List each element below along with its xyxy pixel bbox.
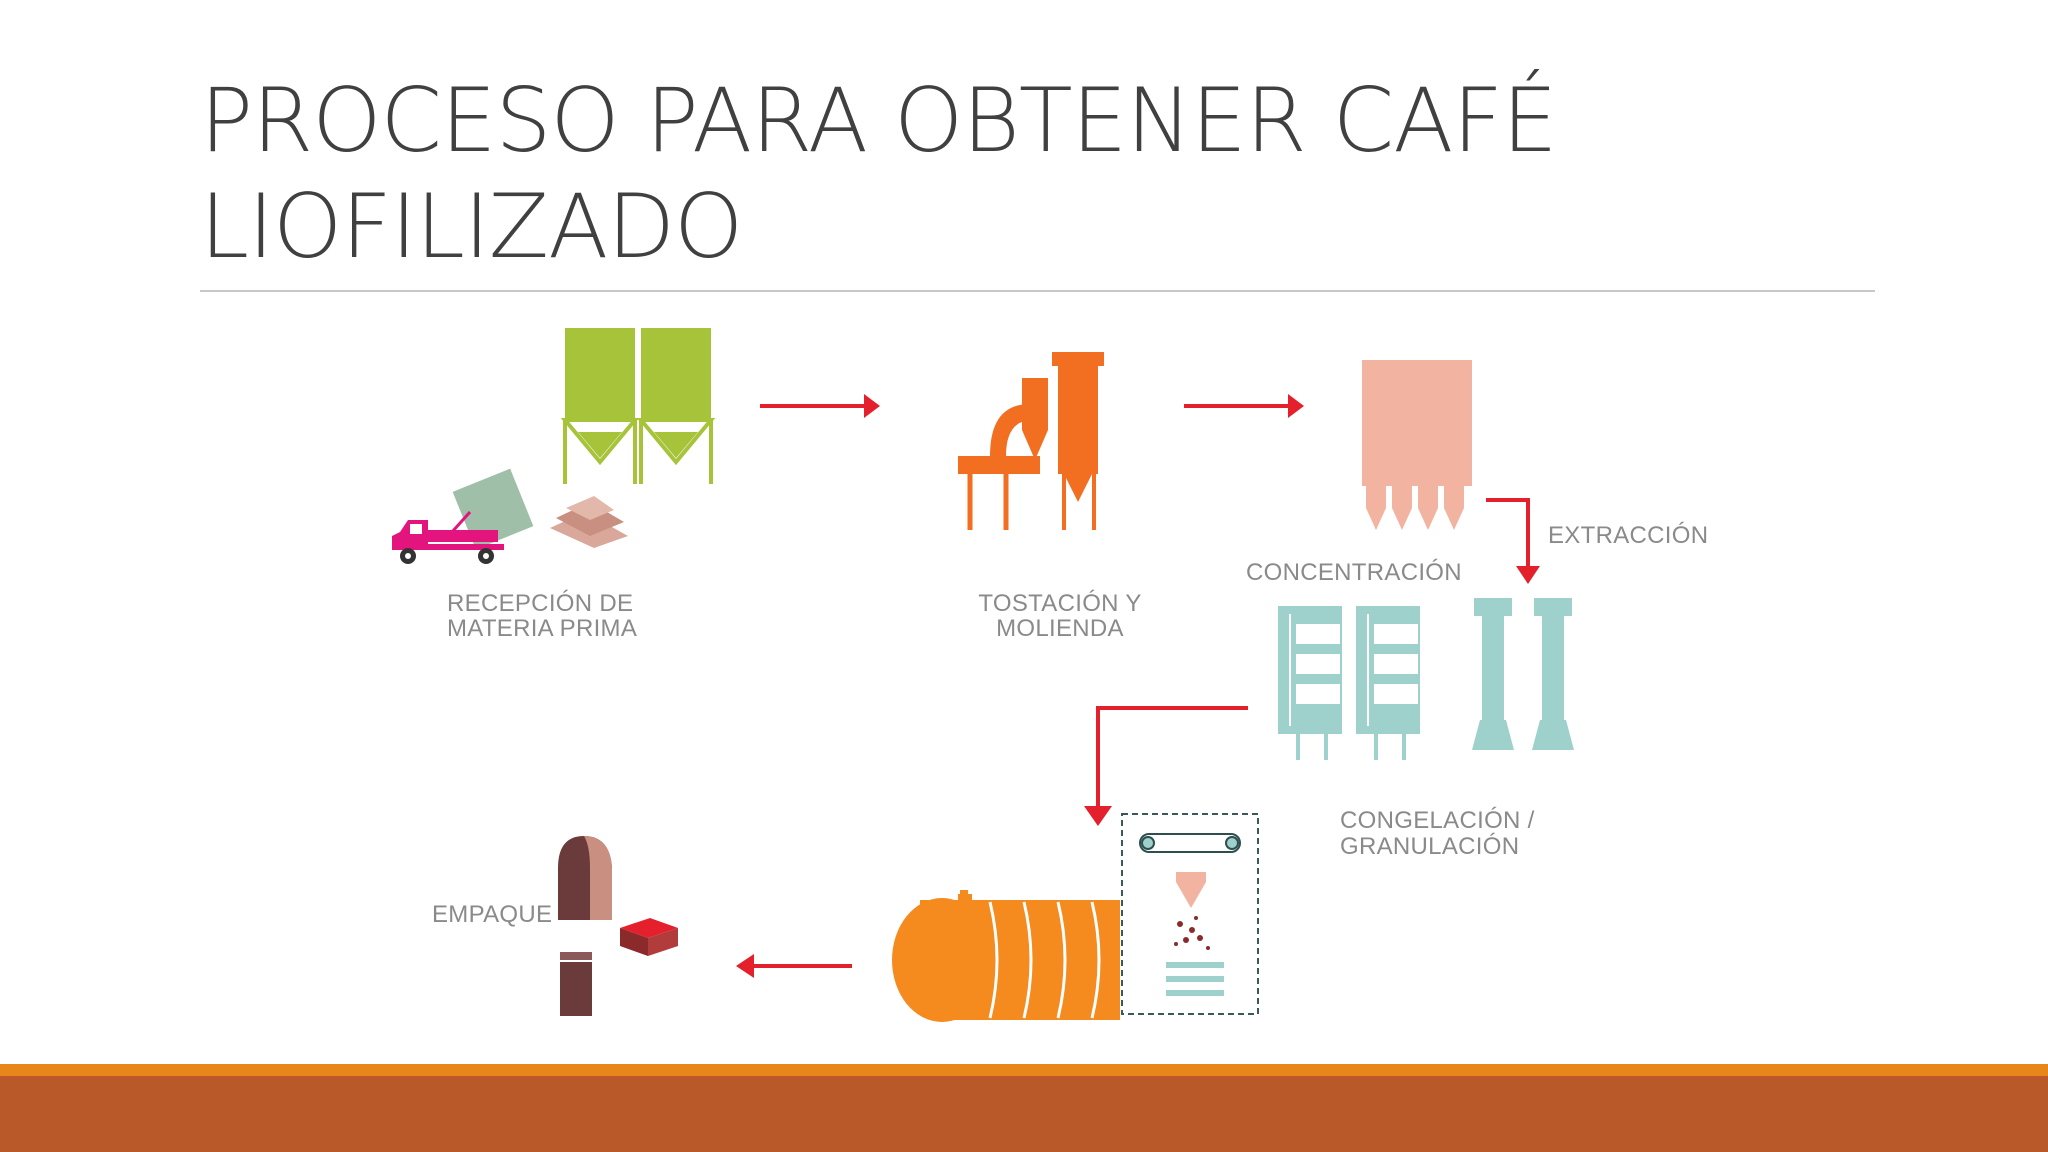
label-roasting-1: TOSTACIÓN Y bbox=[978, 590, 1141, 617]
arrowhead-icon bbox=[1288, 394, 1304, 418]
label-roasting-2: MOLIENDA bbox=[996, 615, 1124, 642]
slide-title: PROCESO PARA OBTENER CAFÉ LIOFILIZADO bbox=[200, 68, 1800, 280]
granulator-column-icon bbox=[1472, 598, 1574, 750]
drying-tunnel-icon bbox=[892, 890, 1120, 1022]
label-reception-1: RECEPCIÓN DE bbox=[447, 590, 633, 617]
granule-chamber-icon bbox=[1121, 813, 1259, 1015]
title-divider bbox=[200, 290, 1875, 292]
footer-bar bbox=[0, 1076, 2048, 1152]
footer-accent-bar bbox=[0, 1064, 2048, 1076]
arrowhead-icon bbox=[1084, 806, 1112, 826]
label-freezing-2: GRANULACIÓN bbox=[1340, 833, 1519, 860]
arrowhead-icon bbox=[1516, 566, 1540, 584]
coffee-box-icon bbox=[620, 918, 678, 956]
arrowhead-icon bbox=[864, 394, 880, 418]
roaster-icon bbox=[958, 352, 1104, 530]
label-freezing-1: CONGELACIÓN / bbox=[1340, 807, 1535, 834]
label-extraction: EXTRACCIÓN bbox=[1548, 522, 1708, 549]
title-line-1: PROCESO PARA OBTENER CAFÉ bbox=[200, 69, 1558, 172]
arrow-elbow-icon bbox=[1096, 706, 1248, 810]
freezer-unit-icon bbox=[1278, 606, 1420, 760]
label-concentration: CONCENTRACIÓN bbox=[1246, 559, 1462, 586]
concentrator-tank-icon bbox=[1362, 360, 1472, 530]
title-line-2: LIOFILIZADO bbox=[200, 175, 743, 278]
truck-icon bbox=[392, 468, 534, 564]
silo-icon bbox=[560, 328, 716, 484]
label-reception-2: MATERIA PRIMA bbox=[447, 615, 637, 642]
coffee-bean-pile-icon bbox=[550, 496, 628, 548]
arrow-elbow-icon bbox=[1486, 498, 1530, 570]
coffee-jar-icon bbox=[558, 836, 612, 920]
arrowhead-icon bbox=[736, 954, 754, 978]
coffee-can-icon bbox=[560, 952, 592, 1016]
label-packaging: EMPAQUE bbox=[432, 901, 552, 928]
